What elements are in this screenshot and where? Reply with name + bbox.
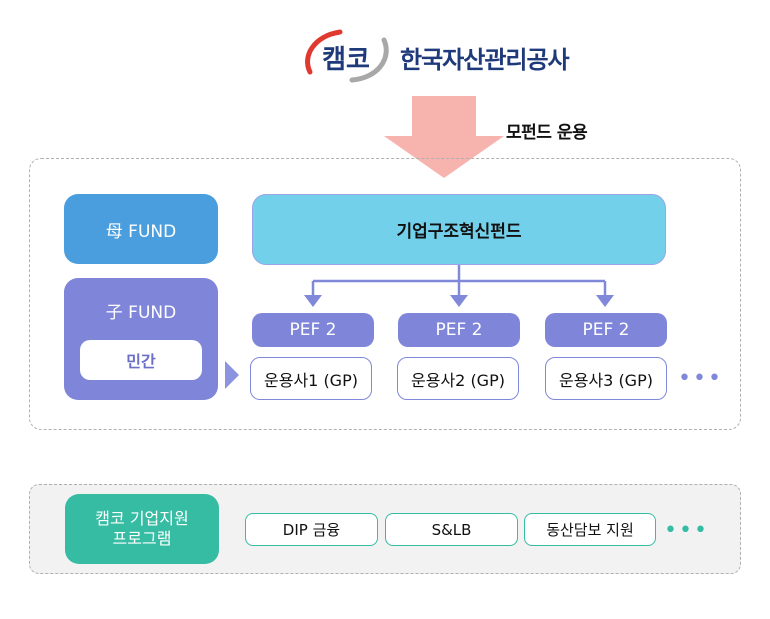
pointer-arrow-icon (225, 361, 239, 389)
organization-name: 한국자산관리공사 (400, 46, 570, 74)
fund-structure-container (29, 158, 741, 430)
kamco-logo-mark-icon: 캠코 (305, 29, 389, 83)
program-title-box: 캠코 기업지원 프로그램 (65, 494, 219, 564)
arrowhead-icon (596, 295, 614, 307)
logo-mark-text: 캠코 (322, 45, 370, 75)
child-fund-type-pill: 민간 (80, 340, 202, 380)
pef-label: PEF 2 (545, 313, 667, 347)
program-item-dip: DIP 금융 (245, 513, 378, 546)
arrow-label: 모펀드 운용 (506, 123, 588, 143)
gp-manager-box: 운용사2 (GP) (397, 357, 519, 400)
down-arrow-icon (384, 96, 504, 178)
program-item-movable-collateral: 동산담보 지원 (524, 513, 656, 546)
program-title-line1: 캠코 기업지원 (95, 509, 189, 528)
arrowhead-icon (304, 295, 322, 307)
child-fund-label: 子 FUND (105, 303, 177, 323)
gp-manager-box: 운용사3 (GP) (545, 357, 667, 400)
fund-connector (304, 265, 614, 307)
more-ellipsis-icon: ••• (664, 518, 709, 543)
gp-manager-box: 운용사1 (GP) (250, 357, 372, 400)
kamco-logo: 캠코 한국자산관리공사 (300, 28, 590, 84)
arrowhead-icon (450, 295, 468, 307)
pef-label: PEF 2 (398, 313, 520, 347)
main-fund-box: 기업구조혁신펀드 (252, 194, 666, 265)
program-title-line2: 프로그램 (112, 529, 172, 548)
program-item-slb: S&LB (385, 513, 518, 546)
mother-fund-label: 母 FUND (64, 194, 218, 264)
more-ellipsis-icon: ••• (678, 366, 723, 391)
child-fund-label-box: 子 FUND 민간 (64, 278, 218, 400)
pef-label: PEF 2 (252, 313, 374, 347)
